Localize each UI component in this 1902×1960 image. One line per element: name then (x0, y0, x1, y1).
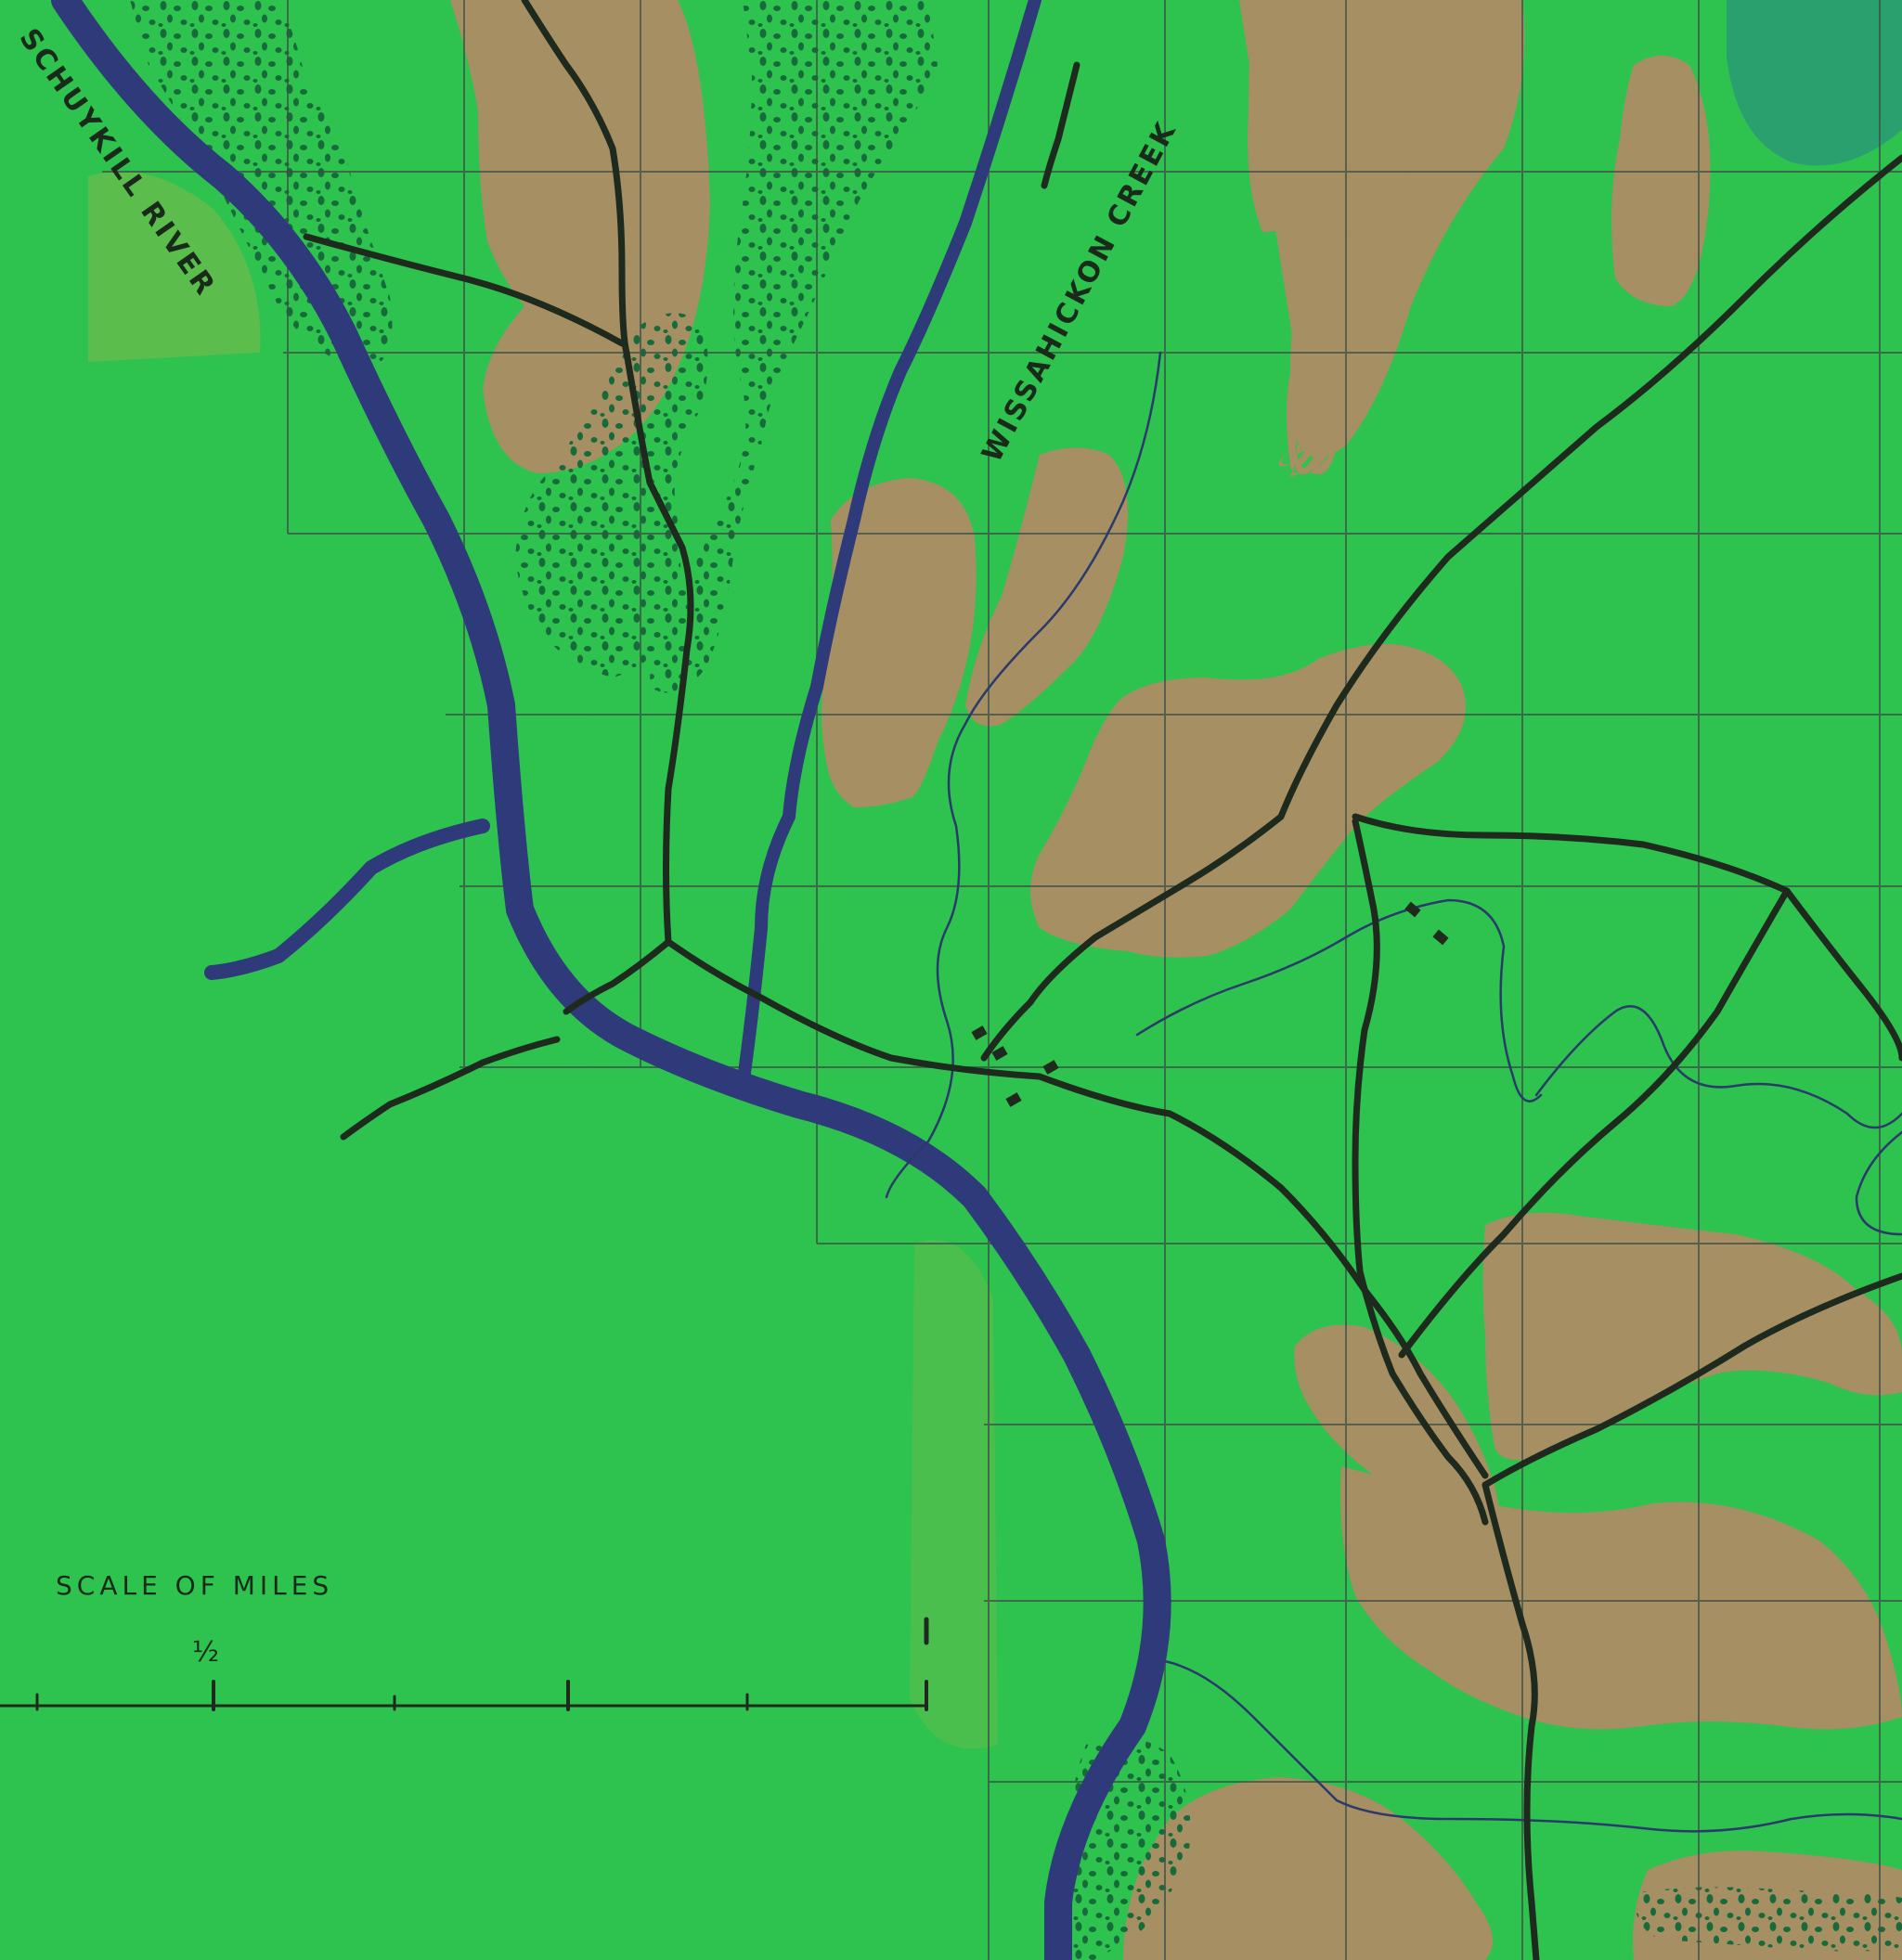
corner-water (1727, 0, 1902, 166)
scale-bar (0, 1617, 929, 1711)
scale-title: SCALE OF MILES (56, 1570, 333, 1601)
schuylkill-river (51, 0, 1171, 1960)
faded-patch (910, 1240, 998, 1749)
minor-streams (885, 351, 1902, 1833)
woods (130, 0, 1902, 1960)
uplands (450, 0, 1902, 1960)
scale-half-mile-label: ½ (192, 1636, 222, 1669)
buildings (971, 901, 1449, 1107)
faded-patch (88, 171, 261, 362)
scale-of-miles: SCALE OF MILES ½ (0, 1570, 929, 1711)
roads (303, 0, 1902, 1960)
